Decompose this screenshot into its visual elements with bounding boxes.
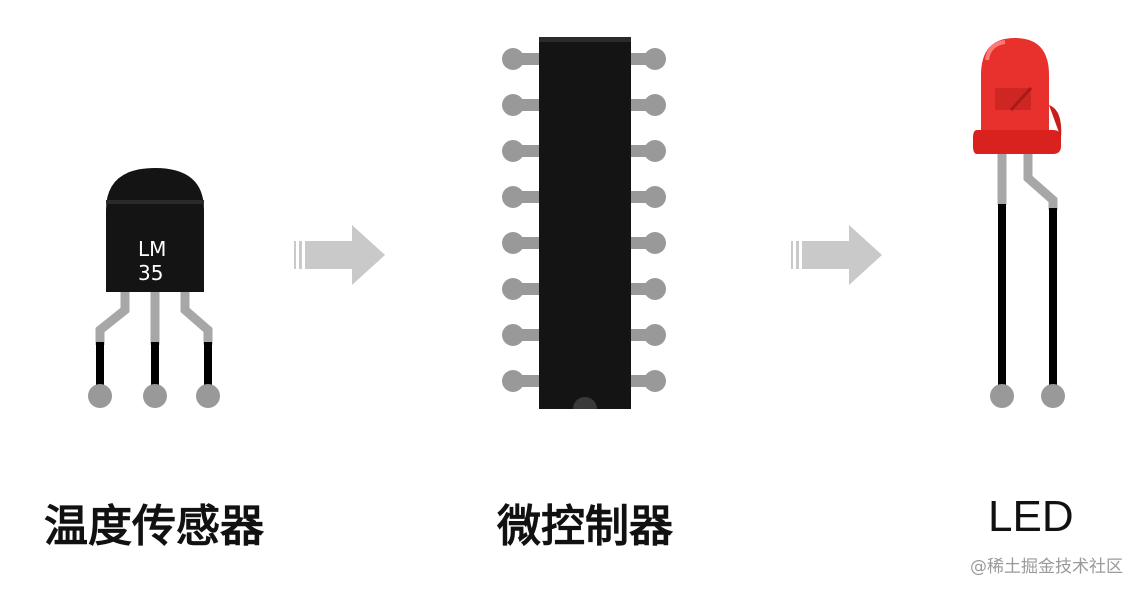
led-leg-right (1049, 208, 1057, 394)
component-label-microcontroller: 微控制器 (497, 501, 673, 552)
arrow-right-icon (791, 225, 882, 285)
chip-pin-right-dot-7 (644, 324, 666, 346)
chip-pin-left-dot-2 (502, 94, 524, 116)
led-pin-right (1041, 384, 1065, 408)
sensor-pin-left (88, 384, 112, 408)
led-pin-left (990, 384, 1014, 408)
chip-pin-left-dot-5 (502, 232, 524, 254)
chip-pin-left-dot-1 (502, 48, 524, 70)
arrow-right-icon (294, 225, 385, 285)
chip-pin-left-dot-7 (502, 324, 524, 346)
sensor-pin-center (143, 384, 167, 408)
chip-body (539, 37, 631, 409)
lm35-sensor-icon: LM 35 (88, 168, 220, 408)
led-icon (973, 38, 1065, 408)
sensor-text-lm: LM (138, 237, 166, 261)
chip-pin-left-dot-3 (502, 140, 524, 162)
chip-pin-right-dot-3 (644, 140, 666, 162)
chip-pin-right-dot-2 (644, 94, 666, 116)
component-label-led: LED (988, 492, 1074, 541)
chip-pin-left-dot-6 (502, 278, 524, 300)
chip-notch (573, 397, 597, 409)
sensor-lead-right (180, 290, 213, 345)
sensor-leg-center (151, 342, 159, 387)
chip-pin-left-dot-4 (502, 186, 524, 208)
chip-pin-right-dot-5 (644, 232, 666, 254)
sensor-body (106, 168, 204, 292)
chip-pin-left-dot-8 (502, 370, 524, 392)
sensor-pin-right (196, 384, 220, 408)
chip-pin-right-dot-1 (644, 48, 666, 70)
chip-pin-right-dot-8 (644, 370, 666, 392)
sensor-text-35: 35 (138, 261, 163, 285)
chip-pin-right-dot-6 (644, 278, 666, 300)
sensor-leg-left (96, 342, 104, 387)
watermark: @稀土掘金技术社区 (970, 557, 1123, 577)
sensor-leg-right (204, 342, 212, 387)
chip-pin-right-dot-4 (644, 186, 666, 208)
led-leg-left (998, 204, 1006, 394)
component-label-sensor: 温度传感器 (44, 501, 264, 552)
microcontroller-chip-icon (502, 37, 666, 409)
sensor-lead-left (95, 290, 130, 345)
